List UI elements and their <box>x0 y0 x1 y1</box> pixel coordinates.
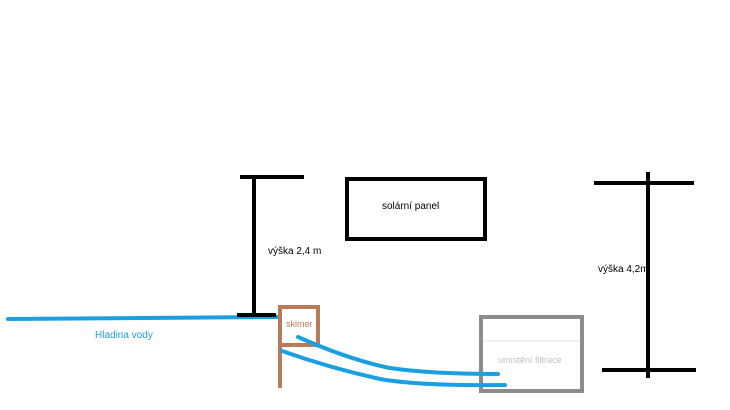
solar-panel-label: solární panel <box>382 201 440 212</box>
water-level-label: Hladina vody <box>95 330 153 341</box>
skimmer-label: skimer <box>286 319 313 329</box>
pipe-lower <box>280 349 507 388</box>
filtration-box <box>479 315 584 393</box>
water-level-line <box>6 315 280 321</box>
pipe-upper <box>296 335 500 376</box>
height-left-label: výška 2,4 m <box>268 246 322 257</box>
solar-panel-box <box>345 177 487 241</box>
filtration-label: umístění filtrace <box>498 355 562 365</box>
skimmer-box <box>278 305 320 347</box>
height-right-label: výška 4,2m <box>598 264 649 275</box>
